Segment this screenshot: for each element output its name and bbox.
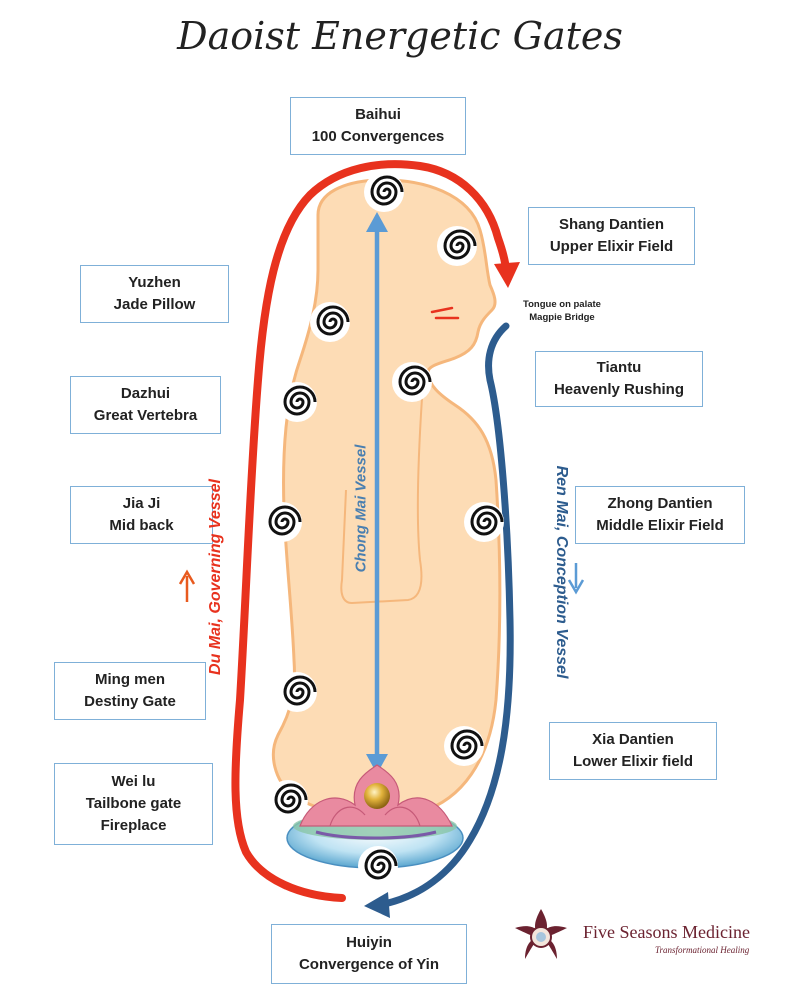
jia-ji-name: Jia Ji [122, 495, 161, 512]
label-zhong-dantien: Zhong Dantien Middle Elixir Field [575, 486, 745, 544]
ren-mai-label: Ren Mai, Conception Vessel [553, 465, 570, 679]
chong-mai-arrow-up [366, 212, 388, 232]
spiral-icon [364, 172, 404, 212]
huiyin-name: Huiyin [346, 934, 392, 951]
xia-dantien-meaning: Lower Elixir field [572, 753, 694, 770]
dazhui-meaning: Great Vertebra [93, 407, 198, 424]
arm-outline [340, 397, 423, 605]
mouth-mark [430, 306, 460, 320]
spiral-icon [310, 302, 350, 342]
chong-mai-label: Chong Mai Vessel [352, 444, 370, 573]
wei-lu-meaning2: Fireplace [100, 817, 167, 834]
label-wei-lu: Wei lu Tailbone gate Fireplace [54, 763, 213, 845]
up-arrow-icon [178, 569, 196, 602]
shang-dantien-name: Shang Dantien [558, 216, 664, 233]
zhong-dantien-meaning: Middle Elixir Field [596, 517, 724, 534]
shang-dantien-meaning: Upper Elixir Field [549, 238, 674, 255]
tongue-line1: Tongue on palate [523, 299, 601, 310]
tiantu-meaning: Heavenly Rushing [553, 381, 685, 398]
huiyin-meaning: Convergence of Yin [298, 956, 440, 973]
xia-dantien-name: Xia Dantien [592, 731, 674, 748]
label-yuzhen: Yuzhen Jade Pillow [80, 265, 229, 323]
du-mai-channel [231, 160, 510, 902]
jia-ji-meaning: Mid back [109, 517, 174, 534]
wei-lu-meaning: Tailbone gate [85, 795, 182, 812]
du-mai-arrowhead [494, 262, 520, 288]
spiral-icon [262, 502, 302, 542]
spiral-icon [277, 382, 317, 422]
spiral-icon [437, 226, 477, 266]
spiral-icon [268, 780, 308, 820]
baihui-name: Baihui [355, 106, 401, 123]
down-arrow-icon [567, 563, 585, 595]
ming-men-meaning: Destiny Gate [84, 693, 176, 710]
label-ming-men: Ming men Destiny Gate [54, 662, 206, 720]
spiral-icon [464, 502, 504, 542]
chong-mai-arrow-down [366, 754, 388, 774]
tongue-note: Tongue on palate Magpie Bridge [502, 298, 622, 324]
spiral-icon [358, 846, 398, 886]
label-dazhui: Dazhui Great Vertebra [70, 376, 221, 434]
logo-name: Five Seasons Medicine [583, 922, 750, 942]
lotus-logo-icon [515, 909, 567, 959]
pearl-icon [364, 783, 390, 809]
diagram-title: Daoist Energetic Gates [177, 14, 623, 58]
wei-lu-name: Wei lu [111, 773, 156, 790]
yuzhen-name: Yuzhen [128, 274, 181, 291]
spiral-icon [444, 726, 484, 766]
du-mai-label: Du Mai, Governing Vessel [207, 479, 224, 675]
baihui-meaning: 100 Convergences [311, 128, 445, 145]
zhong-dantien-name: Zhong Dantien [607, 495, 713, 512]
label-tiantu: Tiantu Heavenly Rushing [535, 351, 703, 407]
label-shang-dantien: Shang Dantien Upper Elixir Field [528, 207, 695, 265]
ren-mai-arrowhead [364, 892, 390, 918]
label-jia-ji: Jia Ji Mid back [70, 486, 213, 544]
label-xia-dantien: Xia Dantien Lower Elixir field [549, 722, 717, 780]
tongue-line2: Magpie Bridge [529, 312, 595, 323]
yuzhen-meaning: Jade Pillow [113, 296, 196, 313]
spiral-icon [392, 362, 432, 402]
dazhui-name: Dazhui [120, 385, 171, 402]
tiantu-name: Tiantu [596, 359, 642, 376]
logo-tagline: Transformational Healing [655, 945, 750, 955]
ming-men-name: Ming men [95, 671, 165, 688]
label-huiyin: Huiyin Convergence of Yin [271, 924, 467, 984]
ren-mai-channel [380, 322, 514, 908]
body-silhouette [271, 178, 502, 818]
label-baihui: Baihui 100 Convergences [290, 97, 466, 155]
spiral-icon [277, 672, 317, 712]
